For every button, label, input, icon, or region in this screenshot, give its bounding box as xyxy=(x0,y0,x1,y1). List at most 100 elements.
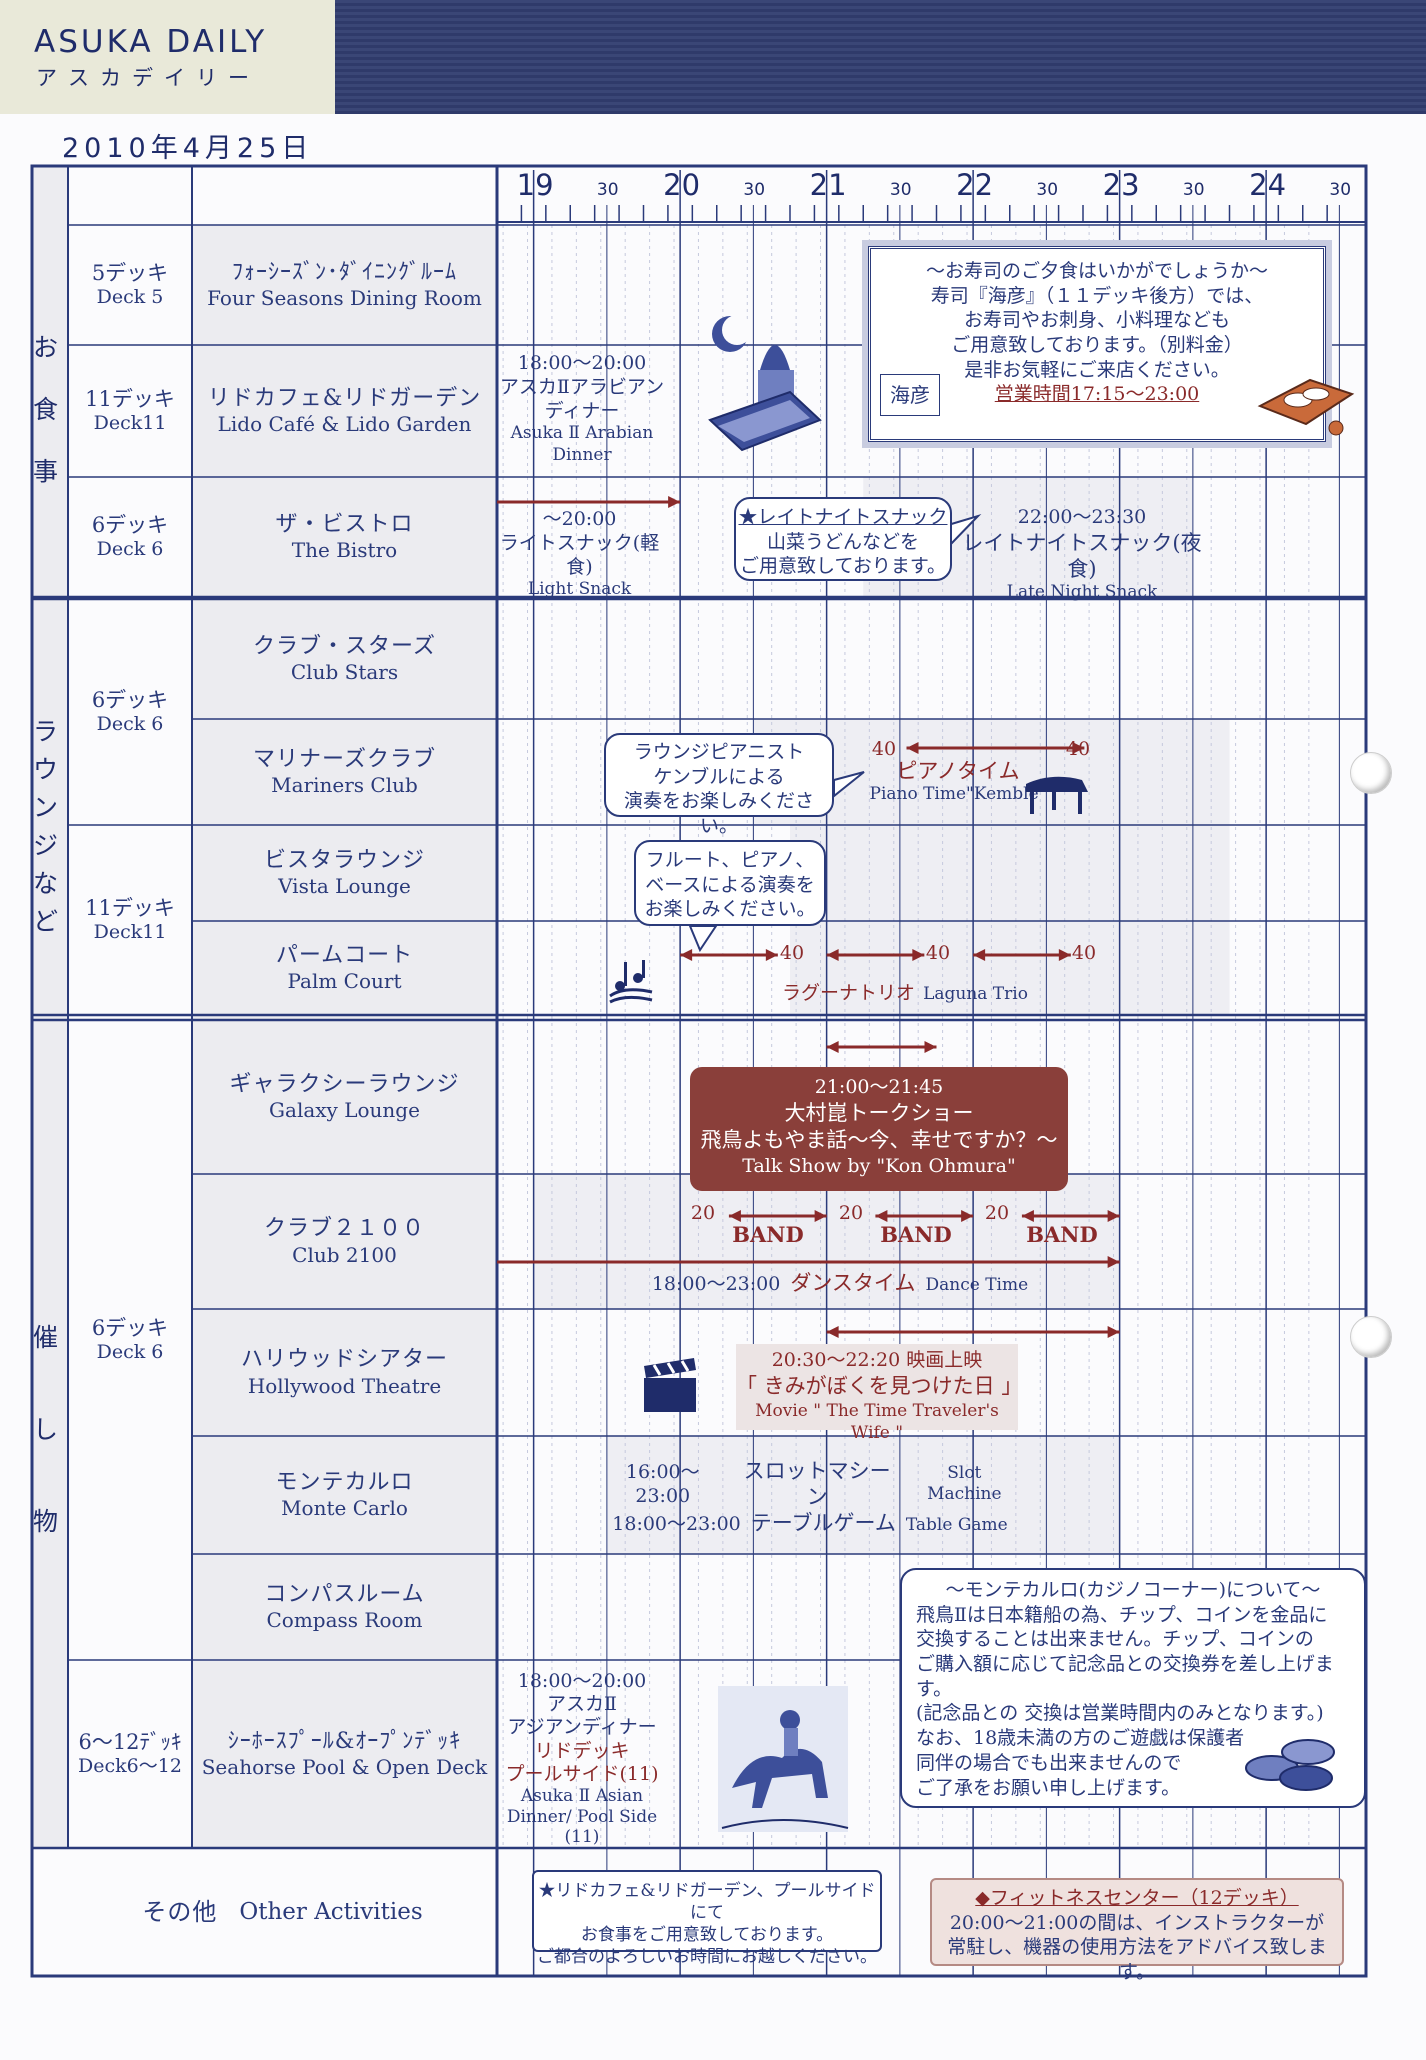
dining-note: ★リドカフェ&リドガーデン、プールサイドにて お食事をご用意致しております。 ご… xyxy=(532,1870,882,1967)
movie-screening: 20:30〜22:20 映画上映 「 きみがぼくを見つけた日 」 Movie "… xyxy=(736,1344,1022,1443)
sushi-line: 寿司『海彦』（１１デッキ後方）では、 xyxy=(930,284,1264,307)
category-char: 事 xyxy=(33,457,59,486)
venue-monte-carlo: モンテカルロ Monte Carlo xyxy=(192,1436,497,1554)
category-char: ラ xyxy=(33,717,59,746)
half-hour-label: 30 xyxy=(889,180,912,200)
note-line: ご了承をお願い申し上げます。 xyxy=(916,1776,1181,1799)
event-ja: スロットマシーン xyxy=(743,1459,891,1510)
venue-ja: ハリウッドシアター xyxy=(240,1347,448,1373)
sushi-line: ご用意致しております。（別料金） xyxy=(951,334,1243,357)
venue-bistro: ザ・ビストロ The Bistro xyxy=(192,477,497,597)
note-title: ◆フィットネスセンター（12デッキ） xyxy=(975,1887,1299,1909)
deck-ja: 6〜12ﾃﾞｯｷ xyxy=(78,1730,182,1754)
event-en: Asuka Ⅱ Arabian xyxy=(510,423,654,444)
venue-ja: ﾌｫｰｼｰｽﾞﾝ･ﾀﾞｲﾆﾝｸﾞﾙｰﾑ xyxy=(231,259,457,285)
arabian-dinner: 18:00〜20:00 アスカⅡアラビアン ディナー Asuka Ⅱ Arabi… xyxy=(497,352,667,466)
piano-time: ピアノタイム Piano Time"Kemble" xyxy=(858,758,1058,806)
event-ja: レイトナイトスナック(夜食) xyxy=(962,530,1202,581)
hour-label: 23 xyxy=(1102,168,1140,202)
sushi-plate-icon xyxy=(1250,358,1360,438)
deck-ja: 5デッキ xyxy=(91,261,169,285)
band-minutes: 20 xyxy=(838,1202,864,1224)
music-notes-icon xyxy=(604,956,658,1010)
laguna-minutes: 40 xyxy=(779,942,805,964)
event-en: Piano Time"Kemble" xyxy=(869,784,1047,805)
talk-show: 21:00〜21:45 大村崑トークショー 飛鳥よもやま話〜今、幸せですか？〜 … xyxy=(690,1067,1068,1191)
event-en: Dance Time xyxy=(925,1275,1029,1295)
event-time: 18:00〜20:00 xyxy=(517,352,647,374)
half-hour-label: 30 xyxy=(1036,180,1059,200)
umihiko-logo: 海彦 xyxy=(880,374,940,416)
arabian-lamp-icon xyxy=(690,300,840,470)
venue-ja: ザ・ビストロ xyxy=(275,511,414,537)
venue-en: Monte Carlo xyxy=(281,1496,408,1521)
event-en: Table Game xyxy=(905,1515,1008,1535)
hour-label: 19 xyxy=(516,168,554,202)
deck-en: Deck 6 xyxy=(96,713,164,736)
sushi-line: 〜お寿司のご夕食はいかがでしょうか〜 xyxy=(925,260,1268,282)
event-ja: ディナー xyxy=(544,399,620,422)
note-line: ご購入額に応じて記念品との交換券を差し上げます。 xyxy=(916,1653,1334,1700)
venue-ja: マリナーズクラブ xyxy=(253,746,436,772)
event-time: 22:00〜23:30 xyxy=(1017,506,1147,528)
deck-cell: 6デッキ Deck 6 xyxy=(68,477,192,597)
light-snack: 〜20:00 ライトスナック(軽食) Light Snack xyxy=(497,508,662,601)
deck-cell: 5デッキ Deck 5 xyxy=(68,225,192,345)
deck-ja: 6デッキ xyxy=(91,688,169,712)
laguna-minutes: 40 xyxy=(1071,942,1097,964)
category-char: 催 xyxy=(33,1323,59,1352)
event-ja: ダンスタイム xyxy=(790,1271,916,1295)
note-title: 〜モンテカルロ(カジノコーナー)について〜 xyxy=(945,1579,1321,1601)
sushi-line: お寿司やお刺身、小料理なども xyxy=(963,309,1230,332)
venue-ja: リドカフェ&リドガーデン xyxy=(207,385,482,411)
clapperboard-icon xyxy=(640,1356,700,1416)
sushi-hours: 営業時間17:15〜23:00 xyxy=(994,383,1200,406)
brand-title-ja: アスカデイリー xyxy=(36,66,260,90)
deck-cell: 11デッキ Deck11 xyxy=(68,345,192,477)
deck-cell: 6デッキ Deck 6 xyxy=(68,1020,192,1660)
half-hour-label: 30 xyxy=(1182,180,1205,200)
event-en: Slot Machine xyxy=(927,1463,1002,1505)
event-en: Laguna Trio xyxy=(923,984,1028,1004)
venue-palm: パームコート Palm Court xyxy=(192,921,497,1015)
late-night-snack: 22:00〜23:30 レイトナイトスナック(夜食) Late Night Sn… xyxy=(962,506,1202,604)
note-line: なお、18歳未満の方のご遊戯は保護者 xyxy=(916,1727,1245,1750)
laguna-trio: ラグーナトリオ Laguna Trio xyxy=(770,982,1040,1006)
category-dining: お 食 事 xyxy=(33,328,58,488)
sushi-line: 是非お気軽にご来店ください。 xyxy=(964,358,1230,381)
event-ja: 大村崑トークショー xyxy=(784,1100,974,1125)
category-char: な xyxy=(33,869,59,898)
venue-en: Palm Court xyxy=(287,969,402,994)
venue-ja: コンパスルーム xyxy=(264,1581,425,1607)
pianist-note: ラウンジピアニスト ケンブルによる 演奏をお楽しみください。 xyxy=(604,733,834,837)
half-hour-label: 30 xyxy=(1329,180,1352,200)
event-en: Asuka Ⅱ Asian xyxy=(520,1785,644,1806)
casino-note: 〜モンテカルロ(カジノコーナー)について〜 飛鳥Ⅱは日本籍船の為、チップ、コイン… xyxy=(900,1568,1366,1808)
venue-en: Compass Room xyxy=(266,1608,423,1633)
event-ja: ラグーナトリオ xyxy=(782,982,916,1004)
event-ja: 飛鳥よもやま話〜今、幸せですか？〜 xyxy=(700,1127,1058,1152)
band-label: BAND xyxy=(880,1222,952,1247)
note-line: ラウンジピアニスト xyxy=(633,741,805,763)
event-time: 21:00〜21:45 xyxy=(814,1076,944,1098)
laguna-minutes: 40 xyxy=(925,942,951,964)
venue-ja: パームコート xyxy=(275,942,414,968)
category-char: 食 xyxy=(33,395,59,424)
title-box xyxy=(0,0,335,114)
category-char: ン xyxy=(33,793,59,822)
deck-en: Deck11 xyxy=(93,921,167,944)
event-en: Dinner/ Pool Side (11) xyxy=(506,1806,658,1848)
note-line: 常駐し、機器の使用方法をアドバイス致します。 xyxy=(947,1936,1327,1984)
band-label: BAND xyxy=(732,1222,804,1247)
event-time: 18:00〜20:00 xyxy=(517,1670,647,1692)
event-ja: プールサイド(11) xyxy=(505,1762,659,1785)
binder-hole xyxy=(1350,752,1392,794)
sushi-notice: 〜お寿司のご夕食はいかがでしょうか〜 寿司『海彦』（１１デッキ後方）では、 お寿… xyxy=(862,240,1332,448)
venue-ja: クラブ２１００ xyxy=(263,1216,425,1242)
note-line: お楽しみください。 xyxy=(644,898,816,921)
event-time: 20:30〜22:20 映画上映 xyxy=(771,1349,983,1371)
note-line: ベースによる演奏を xyxy=(645,873,815,896)
event-en: Late Night Snack xyxy=(1006,582,1158,603)
table-game: 18:00〜23:00 テーブルゲーム Table Game xyxy=(600,1510,1020,1537)
hour-label: 21 xyxy=(809,168,847,202)
